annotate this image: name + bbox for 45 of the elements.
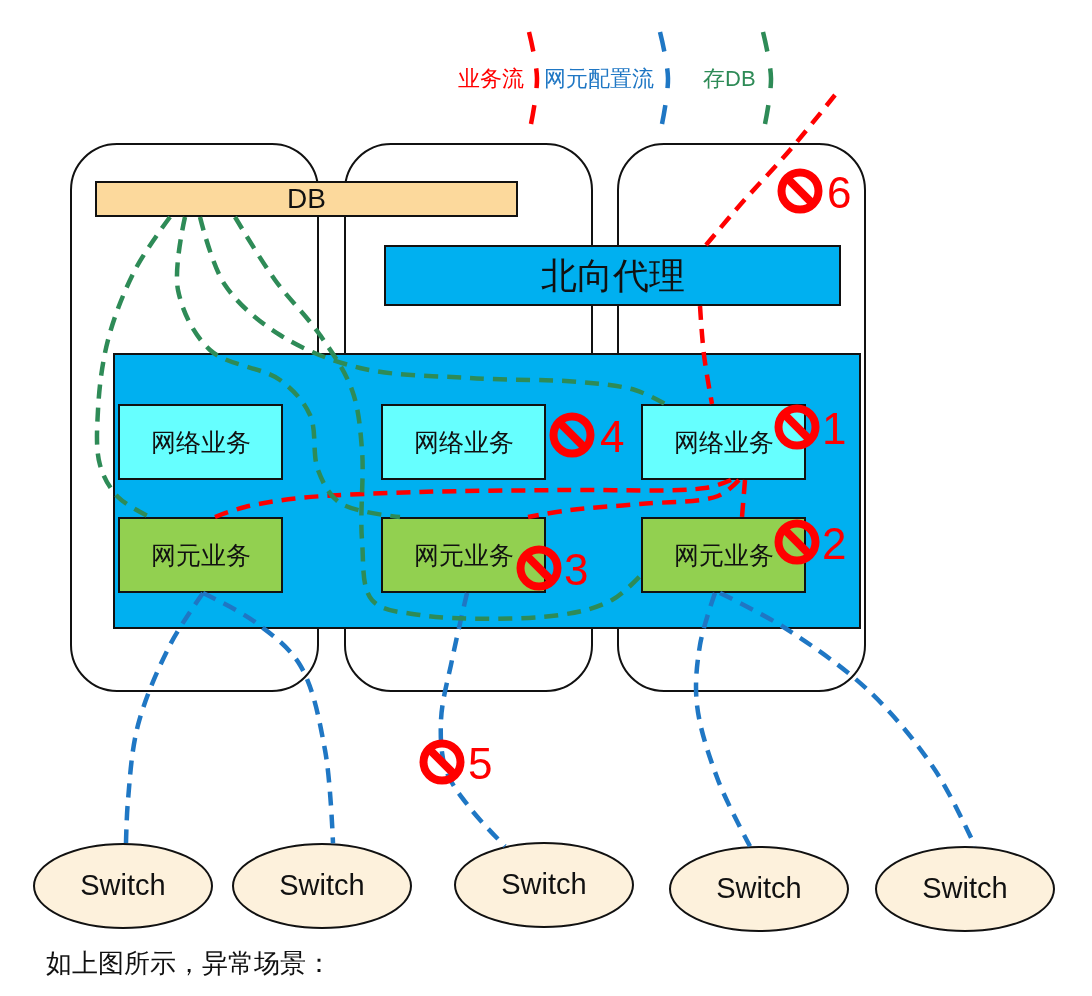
node-label: Switch: [501, 868, 587, 902]
service-box: [381, 517, 546, 593]
dashed-connector: [704, 93, 837, 247]
node-label: Switch: [279, 869, 365, 903]
dashed-connector: [697, 305, 715, 405]
node-label: Switch: [716, 872, 802, 906]
service-box: [118, 404, 283, 480]
callout-number: 1: [822, 407, 847, 451]
dashed-connector: [197, 216, 667, 406]
node-label: 网元业务: [413, 540, 514, 570]
callout-number: 6: [827, 171, 852, 215]
node-label: 网元业务: [673, 540, 774, 570]
node-label: Switch: [922, 872, 1008, 906]
dashed-connector: [214, 477, 732, 520]
callout-number: 5: [468, 742, 493, 786]
dashed-connector: [174, 216, 401, 520]
dashed-connector: [739, 479, 748, 518]
legend-label: 存DB: [703, 66, 756, 93]
node-label: Switch: [80, 869, 166, 903]
callout-number: 3: [564, 548, 589, 592]
service-box: [641, 404, 806, 480]
proxy-bar: [384, 245, 841, 306]
dashed-connector: [527, 478, 741, 520]
node-label: 北向代理: [540, 254, 685, 297]
caption-text: 如上图所示，异常场景：: [46, 948, 332, 980]
dashed-connector: [202, 590, 336, 844]
legend-label: 网元配置流: [544, 66, 654, 93]
dashed-connector: [438, 592, 507, 848]
dashed-connector: [233, 215, 643, 622]
service-box: [118, 517, 283, 593]
node-label: 网络业务: [673, 427, 774, 457]
dashed-connector: [719, 591, 978, 848]
legend-label: 业务流: [458, 66, 524, 93]
dashed-connector: [123, 591, 205, 844]
node-label: 网元业务: [150, 540, 251, 570]
node-label: DB: [287, 182, 326, 216]
node-label: 网络业务: [413, 427, 514, 457]
dashed-connector: [94, 215, 172, 519]
callout-number: 4: [600, 415, 625, 459]
service-box: [381, 404, 546, 480]
node-label: 网络业务: [150, 427, 251, 457]
service-box: [641, 517, 806, 593]
callout-number: 2: [822, 522, 847, 566]
database-bar: [95, 181, 518, 217]
dashed-connector: [693, 592, 752, 848]
